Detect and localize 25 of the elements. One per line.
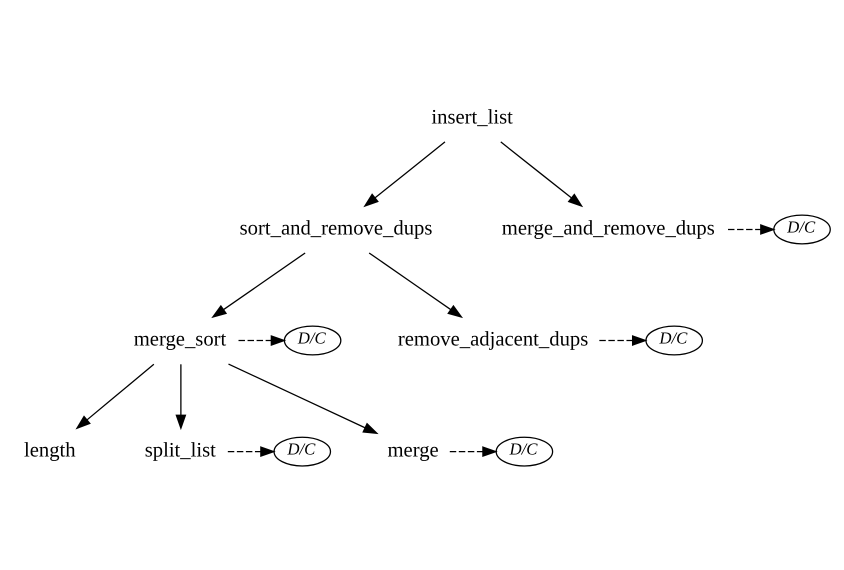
arrow [728,224,776,235]
arrow [75,364,154,430]
node-text: length [24,439,76,462]
arrow [175,364,186,430]
arrow [211,252,306,318]
node-text: merge [388,439,439,462]
arrow [599,335,648,346]
arrow [228,446,276,458]
node-text: sort_and_remove_dups [240,217,432,240]
node-ellipse: D/C [773,214,831,244]
node-text: remove_adjacent_dups [398,328,588,350]
arrow [500,141,584,208]
arrow [368,252,464,318]
node-text: merge_sort [134,328,226,350]
node-ellipse: D/C [284,326,342,356]
arrow [450,446,498,458]
arrow [228,363,379,434]
node-ellipse: D/C [645,326,704,356]
node-text: split_list [144,439,216,462]
node-ellipse: D/C [496,436,554,467]
arrow [238,335,286,346]
node-text: merge_and_remove_dups [502,217,715,240]
node-text: insert_list [431,106,513,128]
node-ellipse: D/C [273,436,332,467]
arrow [363,141,446,208]
